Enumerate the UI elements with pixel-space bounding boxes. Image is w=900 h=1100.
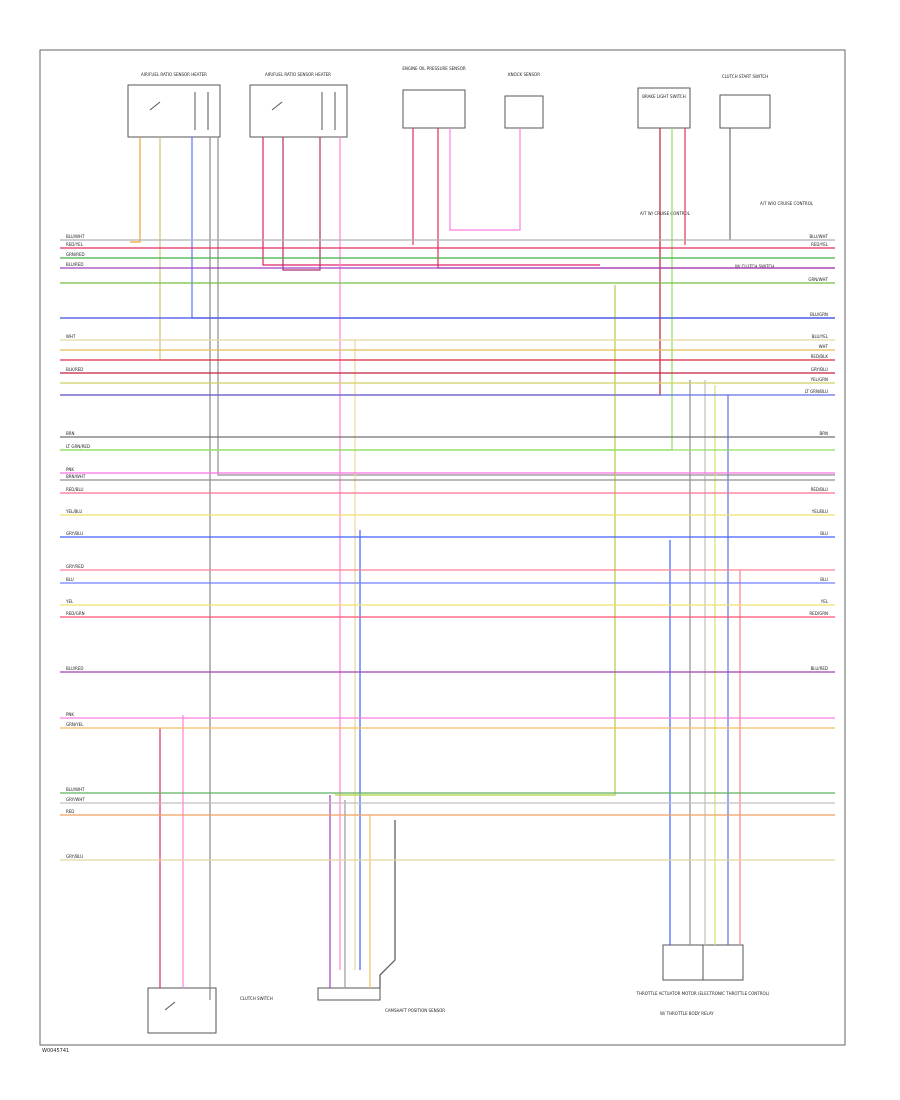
note-text: W/ THROTTLE BODY RELAY: [660, 1011, 714, 1016]
component-clutch-start-switch: CLUTCH START SWITCH: [719, 74, 771, 129]
wire-label-right: YEL/GRN: [810, 377, 828, 382]
wire-label-left: LT GRN/RED: [66, 444, 90, 449]
component-label: AIR/FUEL RATIO SENSOR HEATER: [265, 72, 331, 77]
wire-label-right: RED/GRN: [809, 611, 828, 616]
wire-label-left: GRY/WHT: [66, 797, 85, 802]
wire-label-left: BRN/WHT: [66, 474, 86, 479]
wire-label-left: RED/GRN: [66, 611, 85, 616]
component-label: KNOCK SENSOR: [508, 72, 540, 77]
wire-label-right: LT GRN/BLU: [805, 389, 828, 394]
wire-label-right: BLU: [820, 577, 828, 582]
wire-label-left: RED/BLU: [66, 487, 84, 492]
component-camshaft-sensor: CAMSHAFT POSITION SENSOR: [317, 987, 445, 1013]
vertical-wires: [60, 128, 835, 1000]
component-brake-light-switch: BRAKE LIGHT SWITCH: [637, 87, 691, 129]
component-label: ENGINE OIL PRESSURE SENSOR: [402, 66, 465, 71]
wire-label-left: WHT: [66, 334, 76, 339]
wire-label-left: BLK/RED: [66, 367, 83, 372]
wire-label-left: BLU/WHT: [66, 787, 85, 792]
wire-label-right: BLU/RED: [811, 666, 828, 671]
component-label: THROTTLE ACTUATOR MOTOR (ELECTRONIC THRO…: [636, 991, 770, 996]
wire-group: BLU/WHT BLU/WHT RED/YEL RED/YEL GRN/RED BLU/R…: [60, 234, 835, 861]
wire-label-left: RED: [66, 809, 74, 814]
wire-label-right: GRY/BLU: [811, 367, 828, 372]
wire-label-right: RED/BLK: [811, 354, 829, 359]
component-throttle-actuator: THROTTLE ACTUATOR MOTOR (ELECTRONIC THRO…: [636, 944, 770, 996]
note-text: A/T W/O CRUISE CONTROL: [760, 201, 814, 206]
wire-label-right: BLU: [820, 531, 828, 536]
wire-label-left: PNK: [66, 467, 74, 472]
wire-label-right: WHT: [819, 344, 829, 349]
component-label: BRAKE LIGHT SWITCH: [642, 94, 685, 99]
wire-label-left: BRN: [66, 431, 75, 436]
wire-label-right: YEL/BLU: [811, 509, 828, 514]
component-oil-pressure-sensor: ENGINE OIL PRESSURE SENSOR: [402, 66, 466, 129]
wire-label-left: GRY/BLU: [66, 531, 83, 536]
component-clutch-switch: CLUTCH SWITCH: [147, 987, 273, 1034]
wire-label-right: BLU/GRN: [810, 312, 828, 317]
wire-label-left: GRN/YEL: [66, 722, 84, 727]
wire-label-right: BLU/WHT: [810, 234, 829, 239]
wire-label-right: RED/YEL: [811, 242, 829, 247]
note-text: A/T W/ CRUISE CONTROL: [640, 211, 691, 216]
wire-label-right: RED/BLU: [811, 487, 829, 492]
note-text: W/ CLUTCH SWITCH: [735, 264, 774, 269]
wire-label-right: BRN: [819, 431, 828, 436]
wire-label-left: GRY/RED: [66, 564, 84, 569]
wire-label-left: GRY/BLU: [66, 854, 83, 859]
component-knock-sensor: KNOCK SENSOR: [504, 72, 544, 129]
component-label: CAMSHAFT POSITION SENSOR: [385, 1008, 445, 1013]
wire-label-left: YEL: [65, 599, 74, 604]
wire-label-left: BLU/RED: [66, 666, 83, 671]
wire-label-left: BLU: [66, 577, 74, 582]
component-label: CLUTCH SWITCH: [240, 996, 273, 1001]
component-air-fuel-sensor-1: AIR/FUEL RATIO SENSOR HEATER: [127, 72, 221, 138]
wire-label-right: GRN/WHT: [808, 277, 828, 282]
diagram-frame: [39, 49, 846, 1046]
diagram-code: W0045741: [42, 1048, 69, 1054]
wire-label-left: BLU/WHT: [66, 234, 85, 239]
component-air-fuel-sensor-2: AIR/FUEL RATIO SENSOR HEATER: [249, 72, 348, 138]
wire-label-left: GRN/RED: [66, 252, 85, 257]
wire-label-left: BLU/RED: [66, 262, 83, 267]
wire-label-left: RED/YEL: [66, 242, 84, 247]
wire-label-right: BLU/YEL: [812, 334, 829, 339]
wire-label-left: YEL/BLU: [65, 509, 82, 514]
component-label: CLUTCH START SWITCH: [722, 74, 768, 79]
component-label: AIR/FUEL RATIO SENSOR HEATER: [141, 72, 207, 77]
wire-label-left: PNK: [66, 712, 74, 717]
wire-label-right: YEL: [820, 599, 829, 604]
